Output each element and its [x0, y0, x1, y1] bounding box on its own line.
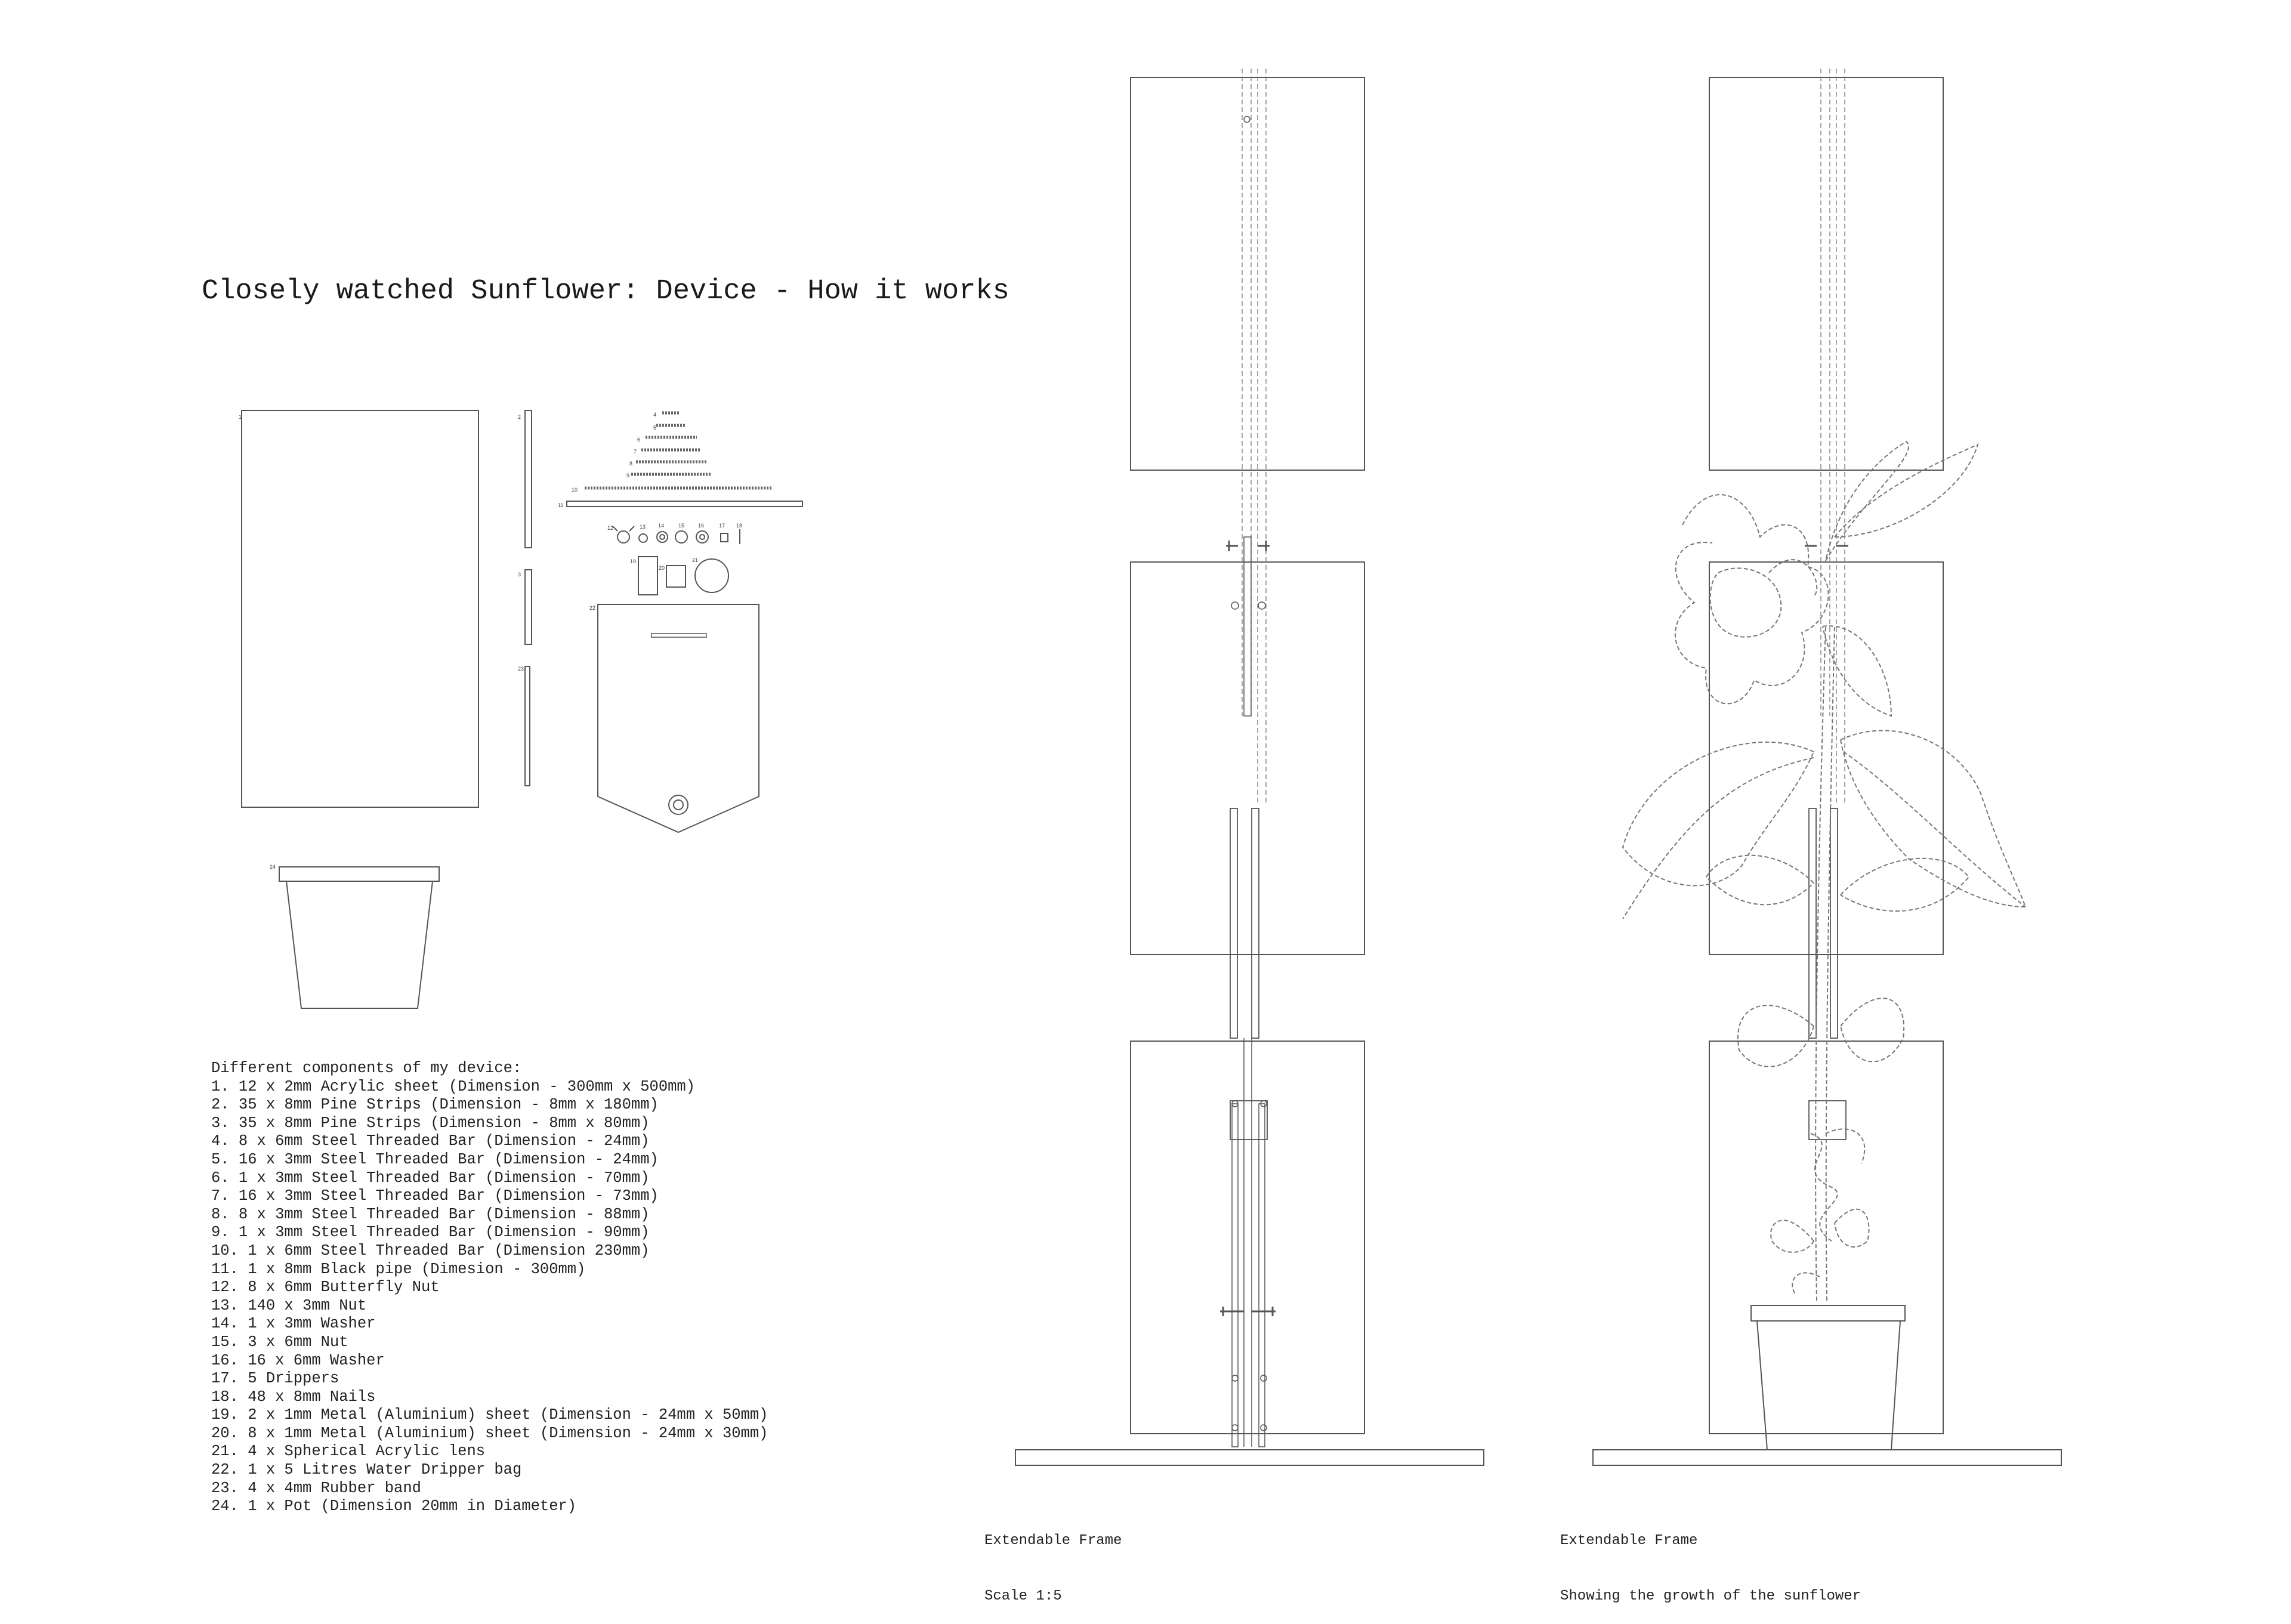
frame-caption-scale: Scale 1:5 — [984, 1588, 1062, 1604]
svg-text:20: 20 — [659, 565, 665, 571]
svg-text:16: 16 — [698, 523, 704, 529]
svg-text:19: 19 — [630, 558, 636, 564]
water-dripper-bag-part — [597, 604, 759, 833]
component-item: 16. 16 x 6mm Washer — [211, 1351, 385, 1369]
svg-text:13: 13 — [640, 524, 646, 530]
component-item: 24. 1 x Pot (Dimension 20mm in Diameter) — [211, 1498, 577, 1515]
sunflower-plant — [1622, 440, 2027, 1301]
svg-text:2: 2 — [518, 414, 521, 420]
acrylic-lens-part — [694, 558, 729, 593]
svg-text:10: 10 — [572, 487, 578, 493]
frame-caption-title: Extendable Frame — [984, 1533, 1122, 1549]
svg-text:15: 15 — [678, 523, 684, 529]
growth-caption-title: Extendable Frame — [1560, 1533, 1698, 1549]
component-item: 15. 3 x 6mm Nut — [211, 1333, 348, 1351]
component-item: 10. 1 x 6mm Steel Threaded Bar (Dimensio… — [211, 1242, 650, 1259]
components-list: Different components of my device: 1. 12… — [211, 1060, 768, 1516]
small-hardware — [612, 526, 740, 544]
svg-text:7: 7 — [634, 449, 637, 455]
component-item: 9. 1 x 3mm Steel Threaded Bar (Dimension… — [211, 1224, 650, 1242]
svg-text:22: 22 — [589, 605, 595, 611]
metal-sheet-large-part — [638, 556, 658, 595]
svg-text:11: 11 — [558, 502, 563, 508]
black-pipe-part — [566, 501, 803, 507]
component-item: 5. 16 x 3mm Steel Threaded Bar (Dimensio… — [211, 1150, 659, 1168]
page-title: Closely watched Sunflower: Device - How … — [202, 276, 1009, 307]
component-item: 2. 35 x 8mm Pine Strips (Dimension - 8mm… — [211, 1096, 659, 1114]
component-item: 23. 4 x 4mm Rubber band — [211, 1479, 421, 1497]
svg-text:23: 23 — [518, 666, 524, 672]
component-item: 11. 1 x 8mm Black pipe (Dimesion - 300mm… — [211, 1260, 586, 1278]
component-item: 12. 8 x 6mm Butterfly Nut — [211, 1279, 440, 1296]
component-item: 19. 2 x 1mm Metal (Aluminium) sheet (Dim… — [211, 1406, 768, 1424]
pot-part — [279, 866, 440, 1009]
svg-text:12: 12 — [607, 525, 613, 531]
svg-text:3: 3 — [518, 572, 521, 578]
svg-text:1: 1 — [239, 414, 242, 420]
component-item: 20. 8 x 1mm Metal (Aluminium) sheet (Dim… — [211, 1424, 768, 1442]
component-item: 3. 35 x 8mm Pine Strips (Dimension - 8mm… — [211, 1114, 650, 1132]
threaded-bar-part — [524, 666, 530, 786]
svg-text:4: 4 — [653, 412, 656, 418]
sunflower-growth-drawing — [1592, 69, 2062, 1466]
component-item: 1. 12 x 2mm Acrylic sheet (Dimension - 3… — [211, 1077, 696, 1095]
components-heading: Different components of my device: — [211, 1060, 522, 1077]
component-item: 6. 1 x 3mm Steel Threaded Bar (Dimension… — [211, 1169, 650, 1187]
svg-text:6: 6 — [637, 437, 640, 443]
component-item: 4. 8 x 6mm Steel Threaded Bar (Dimension… — [211, 1132, 650, 1150]
pine-strip-short-part — [524, 569, 532, 645]
frame-caption: Extendable Frame Scale 1:5 — [984, 1495, 1122, 1624]
svg-text:14: 14 — [658, 523, 664, 529]
svg-text:9: 9 — [626, 473, 629, 478]
component-item: 18. 48 x 8mm Nails — [211, 1388, 376, 1406]
svg-text:5: 5 — [653, 425, 656, 431]
frame-base-plate — [1015, 1449, 1484, 1466]
threaded-bars-stack — [585, 411, 773, 490]
growth-caption: Extendable Frame Showing the growth of t… — [1560, 1495, 1861, 1624]
pine-strip-long-part — [524, 410, 532, 548]
growth-caption-subtitle: Showing the growth of the sunflower — [1560, 1588, 1861, 1604]
extendable-frame-drawing — [1015, 69, 1484, 1466]
svg-text:17: 17 — [719, 523, 725, 529]
sunflower-pot — [1750, 1305, 1906, 1450]
metal-sheet-small-part — [666, 565, 686, 588]
component-item: 21. 4 x Spherical Acrylic lens — [211, 1443, 486, 1461]
component-item: 8. 8 x 3mm Steel Threaded Bar (Dimension… — [211, 1205, 650, 1223]
svg-text:24: 24 — [270, 864, 276, 870]
component-item: 7. 16 x 3mm Steel Threaded Bar (Dimensio… — [211, 1187, 659, 1205]
component-item: 13. 140 x 3mm Nut — [211, 1296, 367, 1314]
svg-text:21: 21 — [692, 557, 698, 563]
component-item: 14. 1 x 3mm Washer — [211, 1315, 376, 1333]
svg-text:18: 18 — [736, 523, 742, 529]
svg-text:8: 8 — [629, 461, 632, 467]
component-item: 22. 1 x 5 Litres Water Dripper bag — [211, 1461, 522, 1479]
component-item: 17. 5 Drippers — [211, 1370, 339, 1388]
acrylic-sheet-part — [241, 410, 479, 808]
